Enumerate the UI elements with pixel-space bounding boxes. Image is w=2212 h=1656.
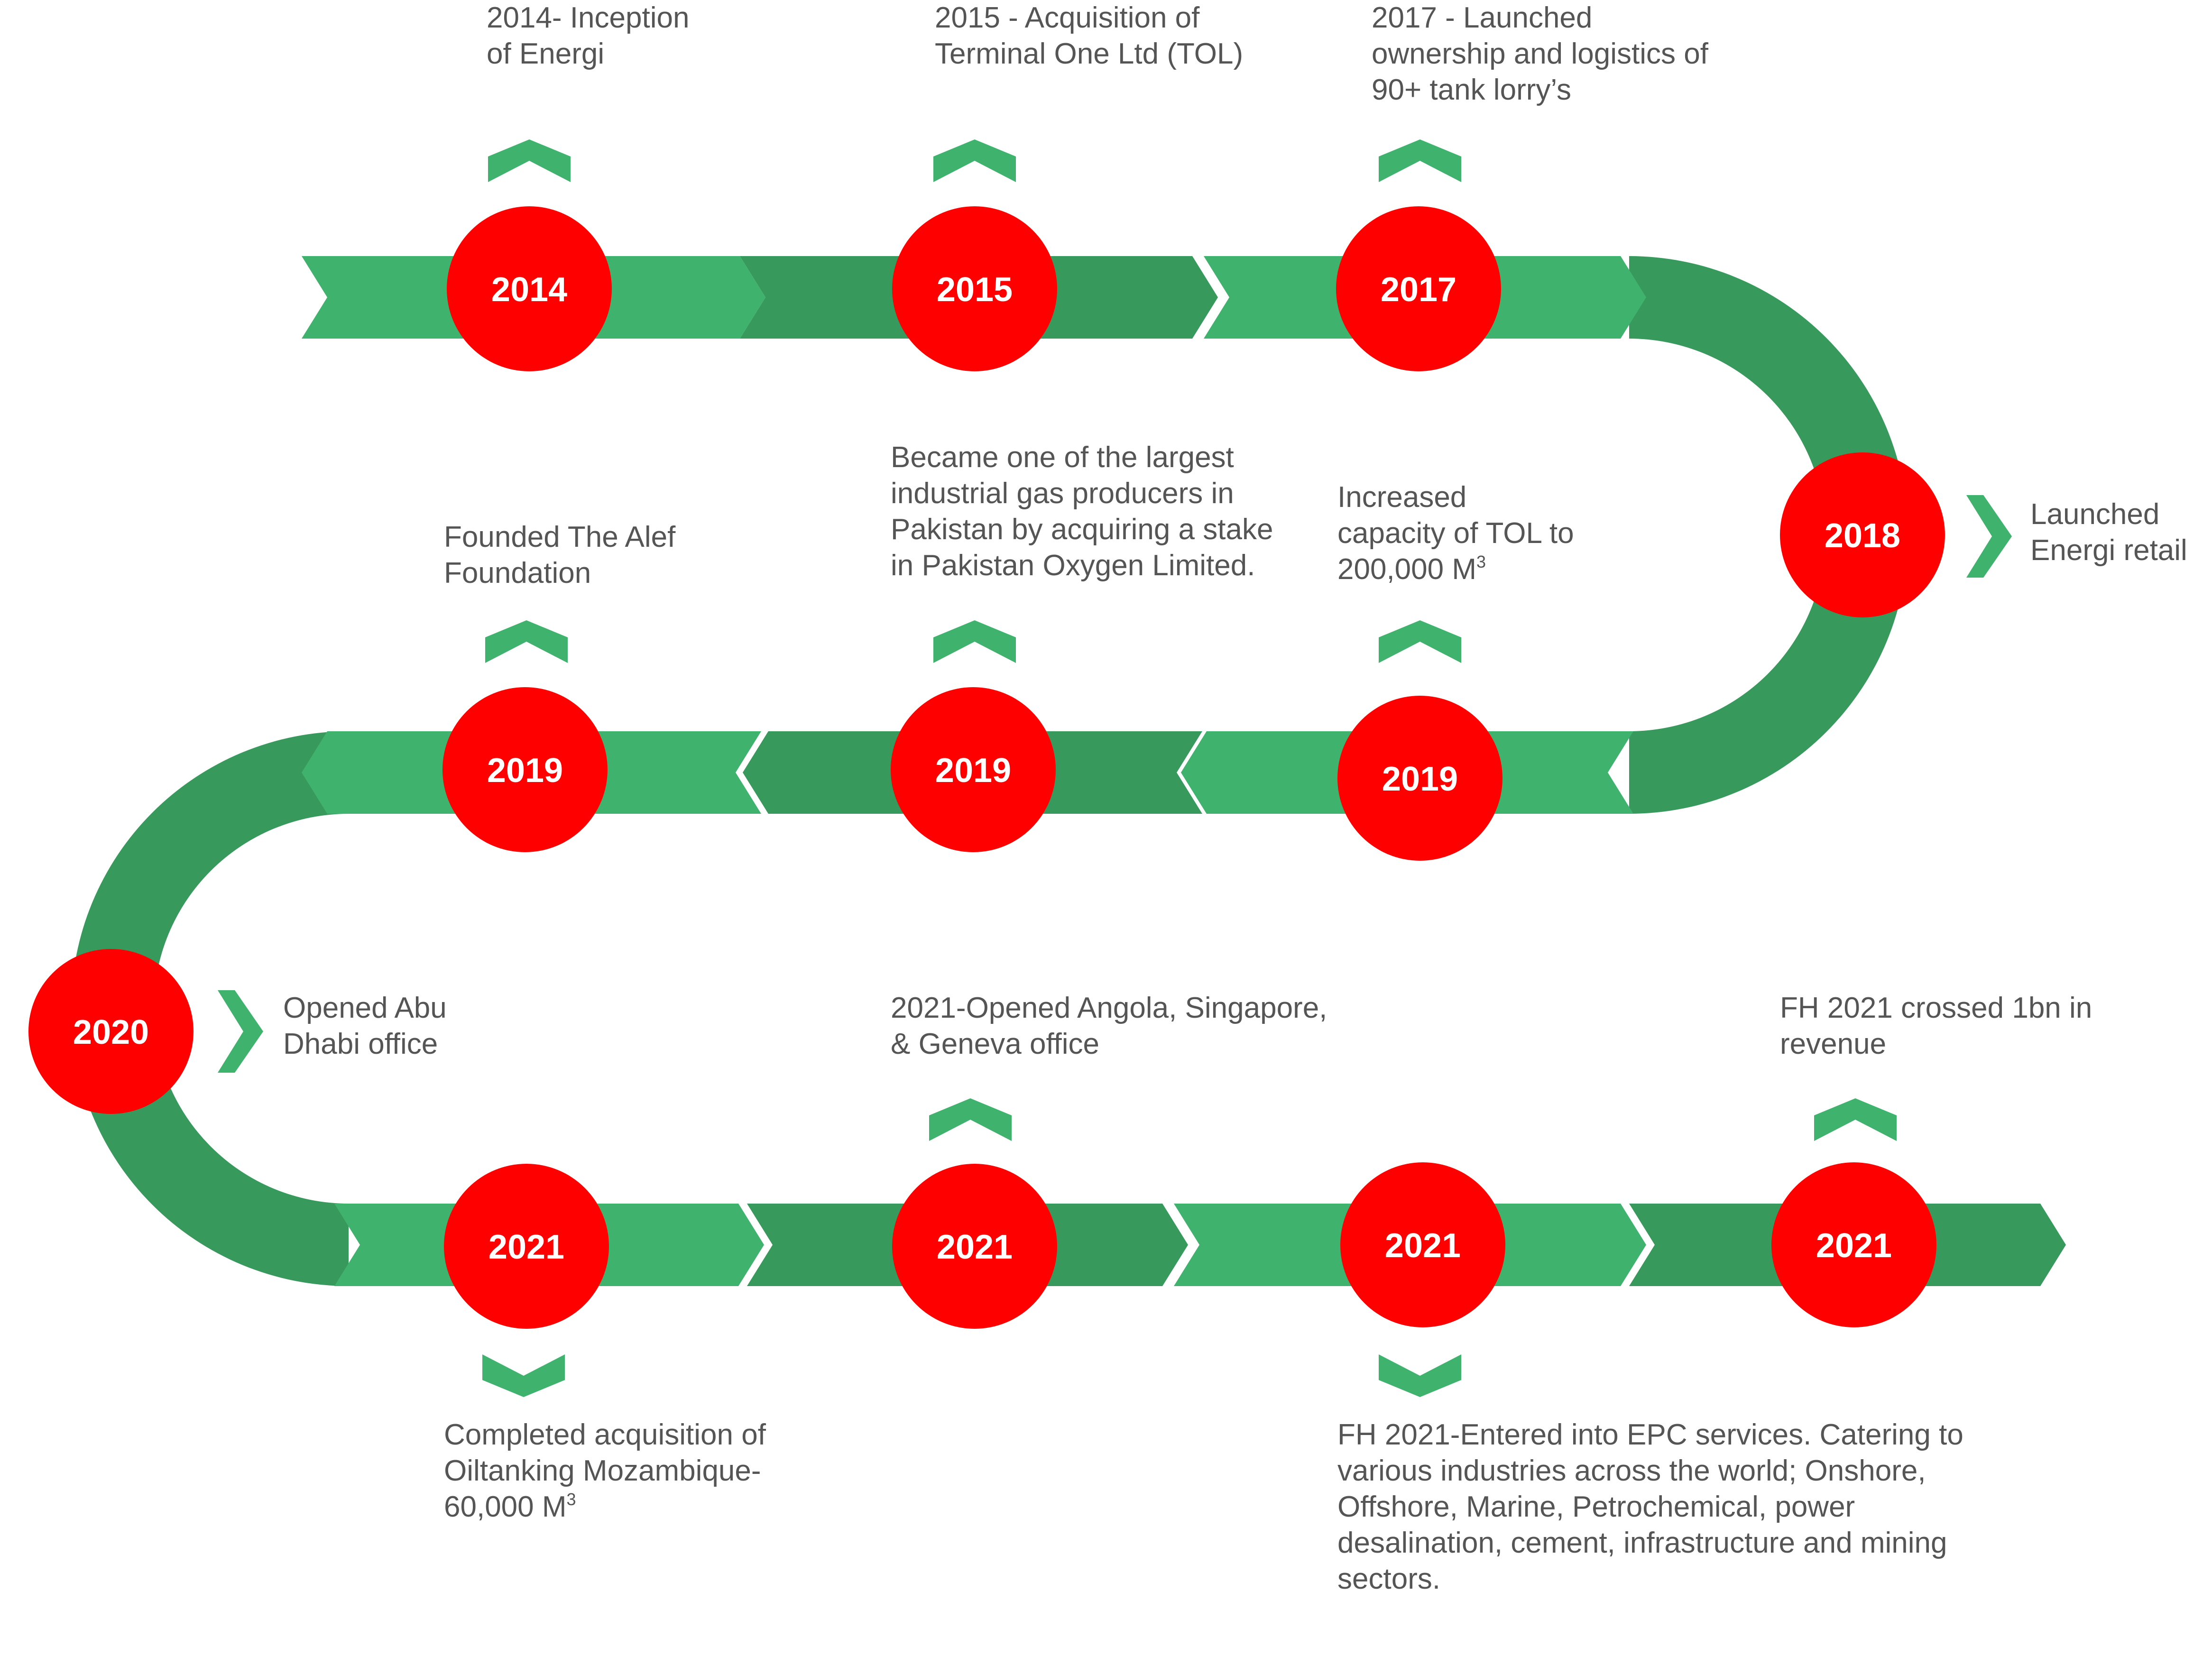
- chevron-up-icon: [1814, 1098, 1897, 1141]
- milestone-year: 2021: [488, 1228, 564, 1266]
- milestone-description-line: FH 2021 crossed 1bn in: [1780, 992, 2092, 1024]
- milestone-circle: [1780, 452, 1945, 617]
- milestone-description-line: revenue: [1780, 1028, 1887, 1060]
- milestone-description-line: Founded The Alef: [444, 521, 676, 553]
- milestone-description-line: Became one of the largest: [891, 441, 1234, 474]
- milestone-description-line: Energi retail: [2030, 534, 2187, 567]
- chevron-up-icon: [1379, 620, 1461, 663]
- milestone-description-line: 2017 - Launched: [1372, 1, 1593, 34]
- milestone-description-line: ownership and logistics of: [1372, 37, 1708, 70]
- milestone-description-line: 90+ tank lorry’s: [1372, 74, 1572, 106]
- milestone-description-line: capacity of TOL to: [1337, 517, 1574, 550]
- milestone-description-line: Pakistan by acquiring a stake: [891, 513, 1273, 546]
- ribbon-turn-right: [1629, 256, 1908, 814]
- chevron-up-icon: [485, 620, 568, 663]
- milestone-circle: [442, 687, 608, 852]
- milestone-circle: [891, 687, 1056, 852]
- chevron-down-icon: [482, 1354, 565, 1397]
- milestone-description-line: industrial gas producers in: [891, 477, 1234, 510]
- milestone-circle: [444, 1164, 609, 1329]
- chevron-down-icon: [1379, 1354, 1461, 1397]
- milestone-description: 2021-Opened Angola, Singapore, & Geneva o…: [891, 990, 1327, 1062]
- milestone-circle: [892, 1164, 1057, 1329]
- milestone-description-line: Completed acquisition of: [444, 1418, 766, 1451]
- milestone-circles: 2014 2015 2017 2018 2019 2019 2019 2020 2021 2021…: [28, 206, 1945, 1329]
- milestone-description-line: in Pakistan Oxygen Limited.: [891, 549, 1255, 582]
- milestone-description-line: Offshore, Marine, Petrochemical, power: [1337, 1490, 1855, 1523]
- milestone-year: 2021: [937, 1228, 1013, 1266]
- milestone-description-line: 200,000 M3: [1337, 552, 1486, 586]
- milestone-circle: [1336, 206, 1501, 371]
- milestone-description-line: 2021-Opened Angola, Singapore,: [891, 992, 1327, 1024]
- unit-superscript: 3: [1476, 552, 1486, 571]
- milestone-circle: [447, 206, 612, 371]
- milestone-year: 2017: [1381, 271, 1456, 309]
- milestone-year: 2021: [1385, 1227, 1461, 1265]
- milestone-year: 2019: [1382, 760, 1458, 798]
- milestone-description-line: FH 2021-Entered into EPC services. Cater…: [1337, 1418, 1963, 1451]
- milestone-description-line: Opened Abu: [283, 992, 447, 1024]
- chevron-up-icon: [1379, 139, 1461, 182]
- milestone-description-line: & Geneva office: [891, 1028, 1100, 1060]
- milestone-year: 2019: [935, 752, 1011, 790]
- milestone-description: FH 2021-Entered into EPC services. Cater…: [1337, 1417, 1963, 1597]
- chevron-up-icon: [488, 139, 571, 182]
- milestone-description-line: Increased: [1337, 481, 1467, 514]
- milestone-circle: [892, 206, 1057, 371]
- chevron-right-icon: [1966, 495, 2012, 578]
- milestone-circle: [1340, 1162, 1505, 1327]
- milestone-description-line: Launched: [2030, 498, 2160, 531]
- milestone-circle: [1771, 1162, 1936, 1327]
- milestone-description-line: Dhabi office: [283, 1028, 438, 1060]
- chevron-up-icon: [933, 139, 1016, 182]
- milestone-year: 2018: [1825, 517, 1900, 555]
- timeline-ribbon: [71, 256, 2066, 1286]
- chevron-right-icon: [218, 990, 263, 1073]
- milestone-description-line: 60,000 M3: [444, 1490, 576, 1523]
- chevron-up-icon: [929, 1098, 1012, 1141]
- milestone-description-line: various industries across the world; Ons…: [1337, 1454, 1926, 1487]
- chevron-up-icon: [933, 620, 1016, 663]
- milestone-circle: [1337, 696, 1502, 861]
- milestone-description: FH 2021 crossed 1bn in revenue: [1780, 990, 2092, 1062]
- milestone-description-line: Foundation: [444, 557, 591, 589]
- milestone-description-line: 2014- Inception: [487, 1, 690, 34]
- timeline-chevrons: [218, 139, 2012, 1397]
- milestone-year: 2021: [1816, 1227, 1892, 1265]
- milestone-year: 2015: [937, 271, 1013, 309]
- milestone-description-line: Oiltanking Mozambique-: [444, 1454, 761, 1487]
- milestone-description-line: 2015 - Acquisition of: [935, 1, 1200, 34]
- milestone-description-line: desalination, cement, infrastructure and…: [1337, 1527, 1947, 1559]
- milestone-description-line: sectors.: [1337, 1563, 1441, 1595]
- milestone-year: 2019: [487, 752, 563, 790]
- milestone-year: 2014: [491, 271, 567, 309]
- milestone-circle: [28, 949, 194, 1114]
- ribbon-turn-left: [71, 731, 349, 1286]
- milestone-year: 2020: [73, 1013, 149, 1051]
- milestone-description-line: of Energi: [487, 37, 605, 70]
- milestone-description-line: Terminal One Ltd (TOL): [935, 37, 1244, 70]
- unit-superscript: 3: [566, 1490, 576, 1509]
